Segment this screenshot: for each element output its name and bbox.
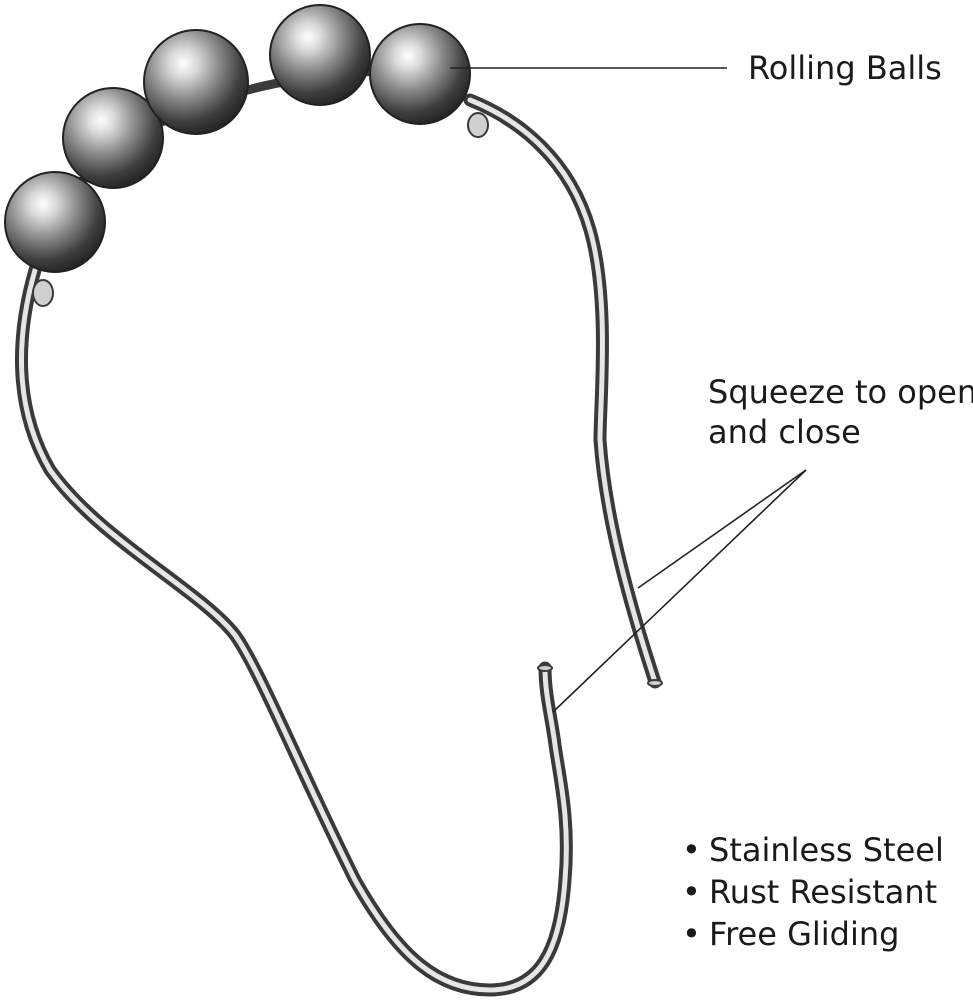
hook-icon — [15, 93, 663, 997]
squeeze-leader-upper — [637, 469, 807, 589]
feature-item: •Stainless Steel — [682, 829, 944, 871]
feature-text: Stainless Steel — [709, 831, 944, 869]
feature-text: Free Gliding — [709, 915, 900, 953]
feature-item: •Free Gliding — [682, 913, 944, 955]
bullet-icon: • — [682, 831, 701, 869]
rolling-balls — [4, 4, 471, 273]
roller-ball-icon — [62, 87, 164, 189]
feature-list: •Stainless Steel •Rust Resistant •Free G… — [682, 829, 944, 955]
feature-item: •Rust Resistant — [682, 871, 944, 913]
squeeze-label: Squeeze to open and close — [708, 372, 973, 452]
squeeze-label-line1: Squeeze to open — [708, 373, 973, 411]
roller-ball-icon — [369, 23, 471, 125]
roller-ball-icon — [143, 29, 249, 135]
rolling-balls-label: Rolling Balls — [748, 49, 942, 87]
roller-ball-icon — [4, 171, 106, 273]
bullet-icon: • — [682, 873, 701, 911]
leader-lines — [450, 67, 807, 713]
bullet-icon: • — [682, 915, 701, 953]
squeeze-label-line2: and close — [708, 413, 861, 451]
squeeze-leader-lower — [552, 469, 807, 713]
roller-ball-icon — [269, 4, 371, 106]
feature-text: Rust Resistant — [709, 873, 938, 911]
